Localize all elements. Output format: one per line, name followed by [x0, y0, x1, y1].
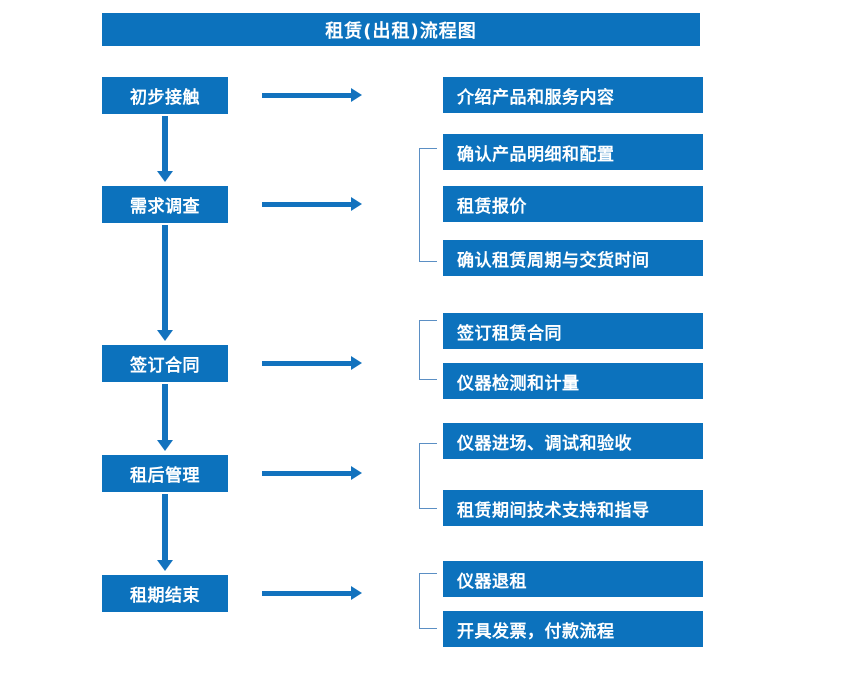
stage-box-1[interactable]: 初步接触: [102, 77, 228, 114]
horizontal-arrow-icon-5: [262, 586, 362, 600]
vertical-arrow-icon-3: [157, 384, 173, 451]
vertical-arrow-icon-2: [157, 225, 173, 341]
stage-box-2[interactable]: 需求调查: [102, 186, 228, 223]
group-bracket-icon-1: [419, 148, 437, 262]
detail-box-7[interactable]: 仪器进场、调试和验收: [443, 423, 703, 459]
detail-box-6[interactable]: 仪器检测和计量: [443, 363, 703, 399]
vertical-arrow-icon-1: [157, 116, 173, 182]
stage-box-3[interactable]: 签订合同: [102, 345, 228, 382]
detail-box-3[interactable]: 租赁报价: [443, 186, 703, 222]
detail-box-2[interactable]: 确认产品明细和配置: [443, 134, 703, 170]
stage-box-5[interactable]: 租期结束: [102, 575, 228, 612]
horizontal-arrow-icon-1: [262, 88, 362, 102]
detail-box-10[interactable]: 开具发票，付款流程: [443, 611, 703, 647]
group-bracket-icon-4: [419, 573, 437, 629]
vertical-arrow-icon-4: [157, 494, 173, 571]
horizontal-arrow-icon-3: [262, 356, 362, 370]
detail-box-9[interactable]: 仪器退租: [443, 561, 703, 597]
horizontal-arrow-icon-4: [262, 466, 362, 480]
detail-box-4[interactable]: 确认租赁周期与交货时间: [443, 240, 703, 276]
group-bracket-icon-3: [419, 443, 437, 509]
detail-box-5[interactable]: 签订租赁合同: [443, 313, 703, 349]
detail-box-8[interactable]: 租赁期间技术支持和指导: [443, 490, 703, 526]
horizontal-arrow-icon-2: [262, 197, 362, 211]
group-bracket-icon-2: [419, 320, 437, 380]
detail-box-1[interactable]: 介绍产品和服务内容: [443, 77, 703, 113]
stage-box-4[interactable]: 租后管理: [102, 455, 228, 492]
flowchart-title: 租赁(出租)流程图: [102, 13, 700, 46]
